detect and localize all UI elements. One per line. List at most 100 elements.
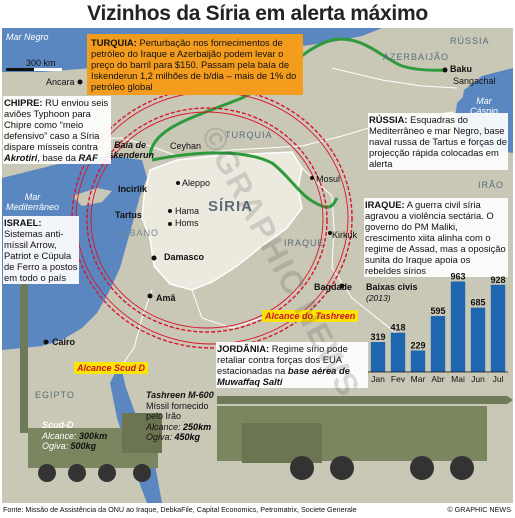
bar-mar — [410, 350, 426, 372]
bar-category-jun: Jun — [471, 374, 485, 384]
turquia-text: Perturbação nos fornecimentos de petróle… — [91, 37, 297, 92]
russia-heading: RÚSSIA: — [369, 114, 408, 125]
scale-bar — [6, 68, 62, 71]
scud-alcance: 300km — [79, 430, 108, 441]
bar-category-mai: Mai — [451, 374, 465, 384]
chart-title: Baixas civis — [366, 282, 418, 292]
israel-box: ISRAEL: Sistemas anti-míssil Arrow, Patr… — [3, 216, 79, 284]
russia-text: Esquadras do Mediterrâneo e mar Negro, b… — [369, 114, 507, 169]
bar-jan — [370, 342, 386, 372]
chipre-place-akrotiri: Akrotiri — [4, 152, 38, 163]
city-incirlik: Incirlik — [118, 184, 148, 194]
chipre-place-raf: RAF — [78, 152, 98, 163]
tashreen-missile-drawing — [217, 396, 513, 480]
oil-pipeline — [148, 37, 448, 157]
city-mosul: Mosul — [316, 174, 341, 184]
bar-jul — [490, 284, 506, 372]
city-baku: Baku — [450, 64, 473, 74]
city-markers — [43, 67, 448, 345]
bar-fev — [390, 332, 406, 372]
bar-mai — [450, 281, 466, 372]
bar-value-jul: 928 — [490, 275, 505, 285]
scud-ogiva: 500kg — [70, 441, 97, 451]
bar-value-jan: 319 — [370, 332, 385, 342]
jordania-text: Regime sírio pode retaliar contra forças… — [217, 343, 348, 376]
bar-abr — [430, 316, 446, 372]
city-aleppo: Aleppo — [182, 178, 211, 188]
city-tartus: Tartus — [115, 210, 142, 220]
cyprus — [72, 188, 112, 206]
country-azerbaijan-label: AZERBAIJÃO — [383, 52, 450, 62]
bar-jun — [470, 307, 486, 372]
page-title: Vizinhos da Síria em alerta máximo — [87, 2, 428, 25]
mediterranean-label: Mar Mediterrâneo — [6, 192, 60, 212]
city-bagdade: Bagdade — [314, 282, 353, 292]
bar-category-jan: Jan — [371, 374, 385, 384]
country-lebanon-label: LÍBANO — [120, 228, 160, 238]
israel-heading: ISRAEL: — [4, 217, 42, 228]
chipre-text: RU enviou seis aviões Typhoon para Chipr… — [4, 97, 109, 152]
iraque-box: IRAQUE: A guerra civil síria agravou a v… — [364, 198, 508, 277]
tashreen-desc: Míssil fornecido pelo Irão — [146, 400, 209, 422]
country-russia-label: RÚSSIA — [450, 36, 490, 46]
scale-label: 300 km — [26, 58, 56, 68]
black-sea-label: Mar Negro — [6, 32, 49, 42]
chart-subtitle: (2013) — [366, 293, 391, 303]
scud-range-label: Alcance Scud D — [74, 362, 149, 374]
scud-missile-drawing — [20, 274, 162, 482]
tashreen-ogiva-label: Ogiva: — [146, 432, 173, 442]
scud-alcance-label: Alcance: — [42, 430, 77, 441]
iraque-heading: IRAQUE: — [365, 199, 405, 210]
bar-value-fev: 418 — [390, 323, 405, 333]
tashreen-alcance: 250km — [183, 421, 212, 432]
city-cairo: Cairo — [52, 337, 76, 347]
city-ceyhan: Ceyhan — [170, 141, 202, 151]
chipre-heading: CHIPRE: — [4, 97, 43, 108]
bar-value-mai: 963 — [450, 271, 465, 281]
tashreen-range-ring — [86, 107, 328, 333]
syria-territory — [141, 151, 303, 291]
credit: © GRAPHIC NEWS — [447, 505, 511, 514]
scud-specs: Scud-D Alcance: 300km Ogiva: 500kg — [42, 420, 142, 452]
city-homs: Homs — [175, 218, 199, 228]
country-turkey-label: TURQUIA — [225, 130, 273, 140]
city-iskenderun: Baía de Iskenderun — [106, 140, 155, 160]
bar-category-abr: Abr — [431, 374, 444, 384]
jordania-heading: JORDÂNIA: — [217, 343, 270, 354]
country-iraq-label: IRAQUE — [284, 238, 325, 248]
city-sangachal: Sangachal — [453, 76, 496, 86]
source-footer: Fonte: Missão de Assistência da ONU ao I… — [3, 505, 357, 514]
scud-name: Scud-D — [42, 420, 74, 430]
chipre-box: CHIPRE: RU enviou seis aviões Typhoon pa… — [3, 96, 111, 164]
country-egypt-label: EGIPTO — [35, 390, 75, 400]
country-iran-label: IRÃO — [478, 180, 505, 190]
turquia-heading: TURQUIA: — [91, 37, 137, 48]
jordania-box: JORDÂNIA: Regime sírio pode retaliar con… — [216, 342, 368, 388]
turquia-box: TURQUIA: Perturbação nos fornecimentos d… — [87, 34, 303, 95]
chart-svg: 319Jan418Fev229Mar595Abr963Mai685Jun928J… — [368, 271, 508, 384]
city-kirkuk: Kirkuk — [332, 230, 358, 240]
tashreen-range-label: Alcance do Tashreen — [262, 310, 359, 322]
russia-box: RÚSSIA: Esquadras do Mediterrâneo e mar … — [368, 113, 508, 170]
chipre-text2: , base da — [37, 152, 79, 163]
tashreen-alcance-label: Alcance: — [146, 421, 181, 432]
scud-ogiva-label: Ogiva: — [42, 441, 69, 451]
caspian-label: Mar Cáspio — [470, 96, 499, 116]
tashreen-specs: Tashreen M-600 Míssil fornecido pelo Irã… — [146, 390, 246, 443]
bar-value-abr: 595 — [430, 306, 445, 316]
israel-text: Sistemas anti-míssil Arrow, Patriot e Cú… — [4, 228, 78, 283]
oil-pipeline-iraq — [151, 151, 339, 209]
city-hama: Hama — [175, 206, 200, 216]
tashreen-name: Tashreen M-600 — [146, 390, 214, 400]
bar-category-jul: Jul — [493, 374, 504, 384]
bar-category-mar: Mar — [411, 374, 426, 384]
city-ancara: Ancara — [46, 77, 75, 87]
bar-category-fev: Fev — [391, 374, 406, 384]
tashreen-ogiva: 450kg — [174, 432, 201, 442]
country-syria-label: SÍRIA — [208, 198, 254, 215]
bar-value-jun: 685 — [470, 298, 485, 308]
city-damasco: Damasco — [164, 252, 205, 262]
city-ama: Amã — [156, 293, 176, 303]
